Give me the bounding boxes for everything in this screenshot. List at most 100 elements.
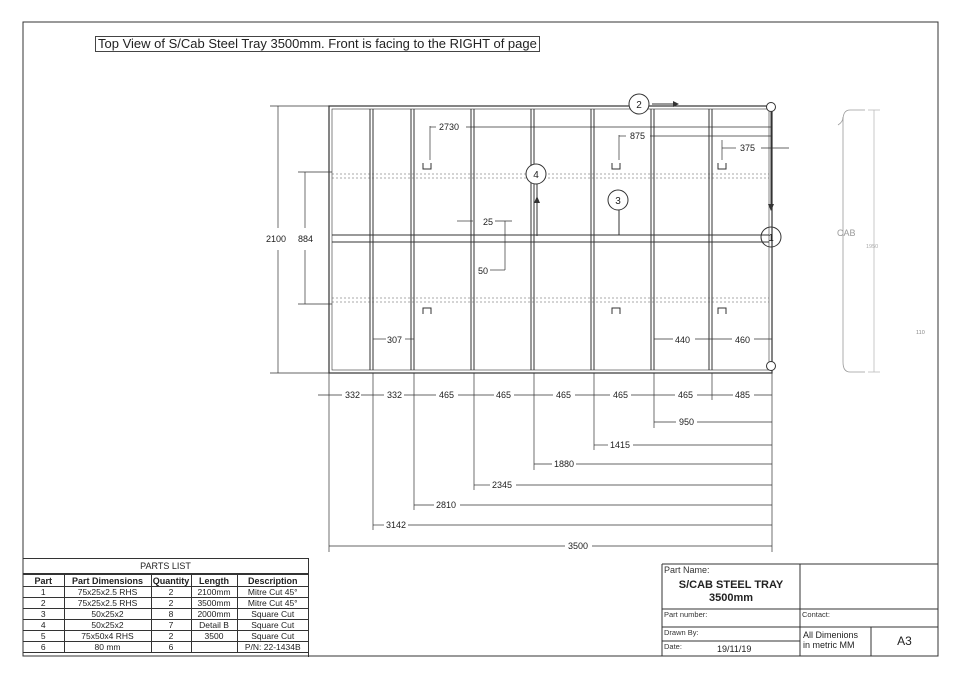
dim-2810: 2810: [436, 500, 456, 510]
interior-dimensions: [373, 126, 789, 340]
cell: 75x25x2.5 RHS: [63, 586, 152, 598]
dim-2730: 2730: [439, 122, 459, 132]
cell: 6: [150, 641, 192, 653]
cell: 1: [23, 586, 65, 598]
parts-list: PARTS LIST Part Part Dimensions Quantity…: [23, 558, 309, 657]
dim-1880: 1880: [554, 459, 574, 469]
callout-1-label: 1: [768, 233, 774, 244]
table-row: 4 50x25x2 7 Detail B Square Cut: [23, 619, 308, 631]
cab-side-dim: 110: [916, 330, 925, 336]
part-name-cell: Part Name: S/CAB STEEL TRAY 3500mm: [662, 564, 800, 609]
cell: Mitre Cut 45°: [236, 597, 308, 609]
dim-25: 25: [483, 217, 493, 227]
table-row: 2 75x25x2.5 RHS 2 3500mm Mitre Cut 45°: [23, 597, 308, 609]
cell: 50x25x2: [63, 608, 152, 620]
table-row: 5 75x50x4 RHS 2 3500 Square Cut: [23, 630, 308, 642]
corner-marker: [766, 361, 776, 371]
cell: 7: [150, 619, 192, 631]
units-cell: All Dimenions in metric MM: [803, 630, 873, 656]
col-header-dimensions: Part Dimensions: [63, 574, 152, 587]
parts-header-row: Part Part Dimensions Quantity Length Des…: [23, 574, 308, 587]
callout-2-label: 2: [636, 100, 642, 111]
cell: Mitre Cut 45°: [236, 586, 308, 598]
table-row: 1 75x25x2.5 RHS 2 2100mm Mitre Cut 45°: [23, 586, 308, 598]
cell: 6: [23, 641, 65, 653]
callout-4-label: 4: [533, 170, 539, 181]
dim-1415: 1415: [610, 440, 630, 450]
hidden-rails: [332, 173, 769, 303]
cell: 50x25x2: [63, 619, 152, 631]
units-line-1: All Dimenions: [803, 630, 859, 640]
dim-row1-3: 465: [439, 390, 454, 400]
sheet-title: Top View of S/Cab Steel Tray 3500mm. Fro…: [95, 36, 540, 52]
part-name-label: Part Name:: [664, 565, 710, 575]
cell: 75x25x2.5 RHS: [63, 597, 152, 609]
sheet-border: [22, 21, 939, 657]
part-name-line-2: 3500mm: [708, 592, 754, 604]
cell: 2100mm: [190, 586, 238, 598]
dim-row1-7: 465: [678, 390, 693, 400]
col-header-quantity: Quantity: [150, 574, 192, 587]
bracket-symbols: [422, 163, 727, 314]
cell: 5: [23, 630, 65, 642]
bottom-dimensions: [318, 373, 773, 552]
parts-table: Part Part Dimensions Quantity Length Des…: [23, 574, 308, 653]
callout-4: 4: [525, 163, 547, 236]
cell: [190, 641, 238, 653]
drawn-by-label: Drawn By:: [664, 628, 699, 637]
dim-row1-4: 465: [496, 390, 511, 400]
cell: Detail B: [190, 619, 238, 631]
part-number-label: Part number:: [664, 610, 708, 619]
cell: 4: [23, 619, 65, 631]
part-number-cell: Part number:: [662, 609, 800, 627]
cell: 3500: [190, 630, 238, 642]
cell: 80 mm: [63, 641, 152, 653]
title-block: Part Name: S/CAB STEEL TRAY 3500mm Part …: [662, 564, 938, 657]
contact-label: Contact:: [802, 610, 830, 619]
cell: 2: [150, 630, 192, 642]
cab-dim: 1950: [866, 244, 878, 250]
col-header-part: Part: [23, 574, 65, 587]
dim-375: 375: [740, 143, 755, 153]
corner-marker: [766, 102, 776, 112]
dim-884: 884: [298, 234, 313, 244]
callout-1: 1: [760, 112, 782, 248]
callout-3-label: 3: [615, 196, 621, 207]
dim-row1-1: 332: [345, 390, 360, 400]
cell: 2: [23, 597, 65, 609]
dim-row1-8: 485: [735, 390, 750, 400]
table-row: 6 80 mm 6 P/N: 22-1434B: [23, 641, 308, 653]
sheet-size: A3: [897, 634, 912, 648]
units-line-2: in metric MM: [803, 640, 855, 650]
tray-frame: [328, 105, 773, 374]
cell: 8: [150, 608, 192, 620]
dim-950: 950: [679, 417, 694, 427]
table-row: 3 50x25x2 8 2000mm Square Cut: [23, 608, 308, 620]
cab-outline: [837, 109, 880, 373]
dim-3142: 3142: [386, 520, 406, 530]
col-header-length: Length: [190, 574, 238, 587]
cell: 75x50x4 RHS: [63, 630, 152, 642]
dim-2100: 2100: [266, 234, 286, 244]
part-name-line-1: S/CAB STEEL TRAY: [678, 579, 784, 591]
cell: 3500mm: [190, 597, 238, 609]
cell: Square Cut: [236, 608, 308, 620]
drawn-by-cell: Drawn By:: [662, 627, 800, 641]
cell: 3: [23, 608, 65, 620]
dim-50: 50: [478, 266, 488, 276]
parts-list-caption: PARTS LIST: [23, 559, 308, 574]
dim-875: 875: [630, 131, 645, 141]
cell: 2000mm: [190, 608, 238, 620]
contact-cell: Contact:: [800, 609, 938, 627]
date-value: 19/11/19: [717, 644, 752, 654]
cell: 2: [150, 597, 192, 609]
dim-307: 307: [387, 335, 402, 345]
cell: Square Cut: [236, 619, 308, 631]
title-block-grid: [661, 563, 938, 656]
callout-3: 3: [607, 189, 629, 235]
date-label: Date:: [664, 642, 682, 651]
cab-label: CAB: [837, 228, 856, 238]
dim-row1-2: 332: [387, 390, 402, 400]
